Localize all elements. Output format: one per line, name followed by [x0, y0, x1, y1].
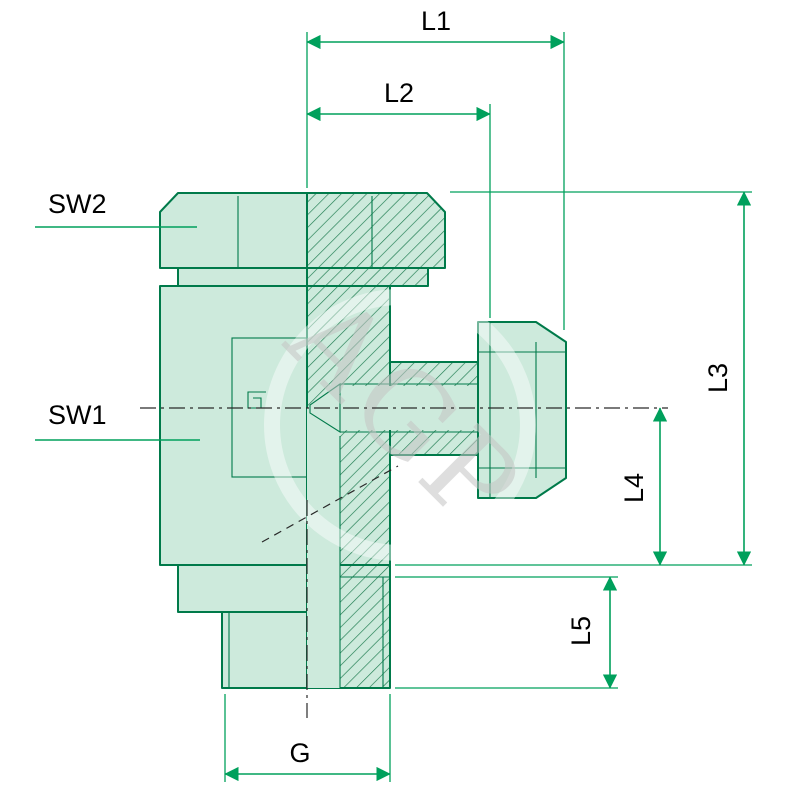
dimension-label-sw1: SW1 — [48, 400, 107, 430]
dimension-label-l1: L1 — [421, 6, 451, 36]
fitting-body-section — [159, 192, 567, 689]
thread-relief-detail — [247, 391, 266, 409]
washer-step-left — [177, 267, 308, 287]
stud-left — [221, 611, 308, 689]
swivel-nut — [477, 321, 567, 499]
centerlines — [140, 407, 668, 718]
dimension-label-g: G — [289, 738, 310, 768]
watermark-ring — [264, 289, 536, 561]
hex-head-section — [306, 192, 446, 269]
dimension-label-l4: L4 — [619, 473, 649, 503]
dimension-label-l2: L2 — [384, 78, 414, 108]
dimension-label-l5: L5 — [566, 616, 596, 646]
washer-step-section — [306, 267, 429, 287]
dimension-label-l3: L3 — [703, 363, 733, 393]
main-body — [159, 285, 308, 566]
dimensions: L1 L2 L3 L4 L5 G SW2 SW1 — [35, 6, 752, 782]
hidden-bore-line — [261, 465, 399, 543]
hex-head-left — [159, 192, 308, 269]
vertical-bore — [307, 408, 340, 688]
dimension-label-sw2: SW2 — [48, 189, 107, 219]
lower-hex — [177, 564, 308, 613]
